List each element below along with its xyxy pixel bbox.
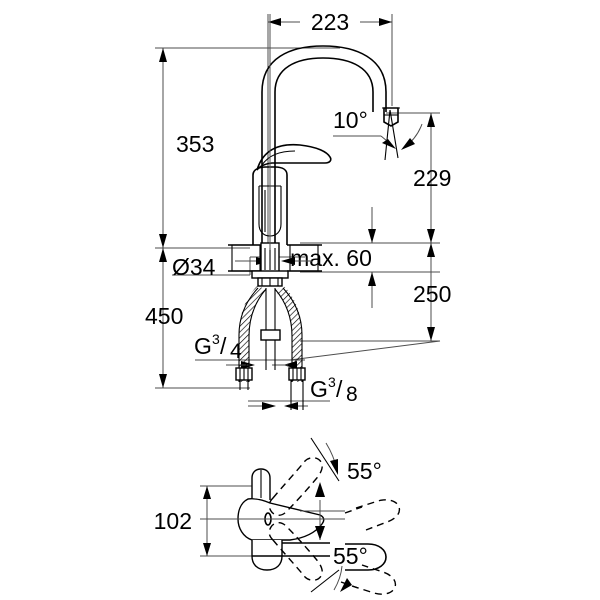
annotation-swivel-lower: 55° <box>310 543 368 593</box>
supply-hoses <box>235 284 306 410</box>
swivel-axis-marker <box>300 482 345 540</box>
thread-slash-lower: / <box>336 376 343 402</box>
dimension-label-353: 353 <box>176 131 214 157</box>
center-riser <box>260 288 281 370</box>
spout-swivel-dashed <box>340 499 401 595</box>
dimension-label-223: 223 <box>311 9 349 35</box>
dimension-label-102: 102 <box>154 508 192 534</box>
thread-denominator-lower: 8 <box>346 383 358 406</box>
dimension-label-229: 229 <box>413 165 451 191</box>
dimension-below-deck-length: 450 <box>145 248 183 388</box>
annotation-outlet-angle: 10° <box>333 107 423 161</box>
dimension-deck-thickness: max. 60 <box>290 207 376 308</box>
dimension-label-55-lower: 55° <box>333 543 368 569</box>
faucet-lever-handle <box>256 143 332 171</box>
thread-numerator-upper: 3 <box>212 331 220 347</box>
dimension-total-height: 353 <box>159 48 214 248</box>
dimension-label-10-degrees: 10° <box>333 107 368 133</box>
lever-rotated-positions <box>268 457 323 581</box>
front-elevation-view: 223 353 450 229 250 <box>145 9 451 410</box>
dimension-label-diameter-34: Ø34 <box>172 254 216 280</box>
dimension-lever-height: 102 <box>154 485 258 557</box>
dimension-label-450: 450 <box>145 303 183 329</box>
dimension-mounting-hole: Ø34 <box>172 254 312 280</box>
thread-label-g-lower: G <box>310 376 328 402</box>
thread-numerator-lower: 3 <box>328 374 336 390</box>
thread-label-g-upper: G <box>194 333 212 359</box>
dimension-hose-length: 250 <box>413 243 451 341</box>
annotation-swivel-upper: 55° <box>310 437 382 484</box>
faucet-spout <box>261 45 400 250</box>
callout-thread-g38: G 3 / 8 <box>248 374 358 410</box>
thread-slash-upper: / <box>220 333 227 359</box>
dimension-spout-reach: 223 <box>268 9 392 35</box>
dimension-outlet-height: 229 <box>413 113 451 243</box>
dimension-label-250: 250 <box>413 281 451 307</box>
counter-deck-section <box>228 244 322 272</box>
dimension-label-max-60: max. 60 <box>290 245 372 271</box>
dimension-label-55-upper: 55° <box>347 458 382 484</box>
plan-swivel-view: 102 <box>154 437 401 595</box>
